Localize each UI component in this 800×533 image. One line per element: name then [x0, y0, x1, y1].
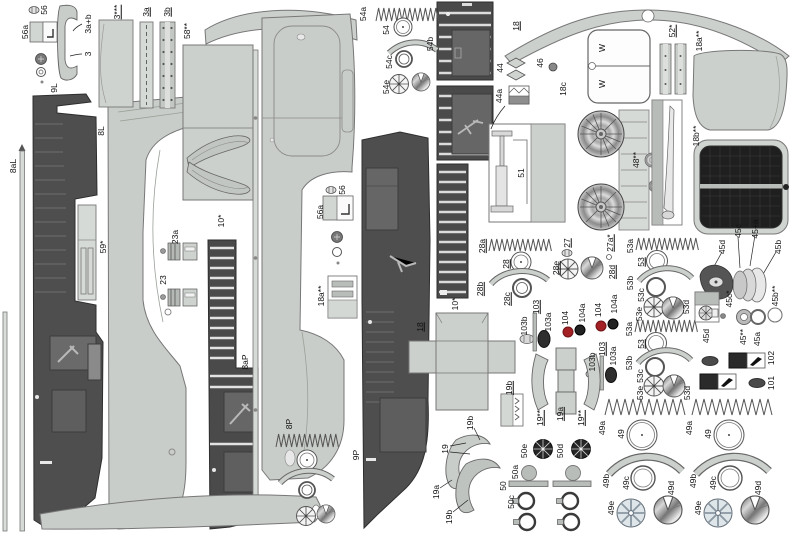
- part-54-group-top: [375, 7, 439, 94]
- part-49-group-left: [604, 398, 686, 528]
- part-103-104-A: [519, 312, 619, 352]
- part-3-strips: [98, 19, 176, 109]
- part-10-center: [436, 1, 494, 299]
- part-9L: [32, 93, 104, 528]
- part-58: [182, 44, 254, 201]
- part-27-group: [561, 249, 612, 260]
- part-45-small-row: [694, 291, 783, 325]
- part-10-left: [207, 239, 259, 530]
- part-54-group-bottom: [275, 433, 339, 526]
- part-18c: [587, 29, 651, 104]
- part-8aL-strip: [18, 144, 26, 532]
- part-28-group: [488, 238, 604, 298]
- part-18a-small: [327, 275, 358, 319]
- part-53-group-2: [634, 319, 698, 398]
- part-18-box: [408, 312, 516, 411]
- part-101-102: [699, 352, 766, 390]
- part-50-group: [508, 439, 592, 532]
- part-8aP-strip: [252, 49, 259, 519]
- part-48: [651, 99, 683, 226]
- part-19-curved: [439, 427, 501, 514]
- part-56-group-top: [28, 4, 83, 84]
- part-19b-box: [500, 393, 524, 427]
- part-59: [77, 204, 97, 301]
- strip-edge: [2, 311, 8, 532]
- part-52-strips: [659, 43, 687, 95]
- part-53-group-1: [635, 237, 699, 320]
- part-18b-mesh: [693, 139, 789, 235]
- part-56-group-center: [322, 186, 354, 265]
- part-19-brackets: [531, 347, 601, 415]
- part-23-group: [160, 242, 198, 307]
- part-51: [488, 123, 566, 223]
- part-9P: [361, 131, 431, 530]
- part-49-group-right: [691, 398, 773, 528]
- part-18a-big: [692, 49, 788, 131]
- part-44-group: [490, 57, 558, 130]
- part-8P: [261, 13, 356, 481]
- part-wheel-assembly: [577, 109, 662, 231]
